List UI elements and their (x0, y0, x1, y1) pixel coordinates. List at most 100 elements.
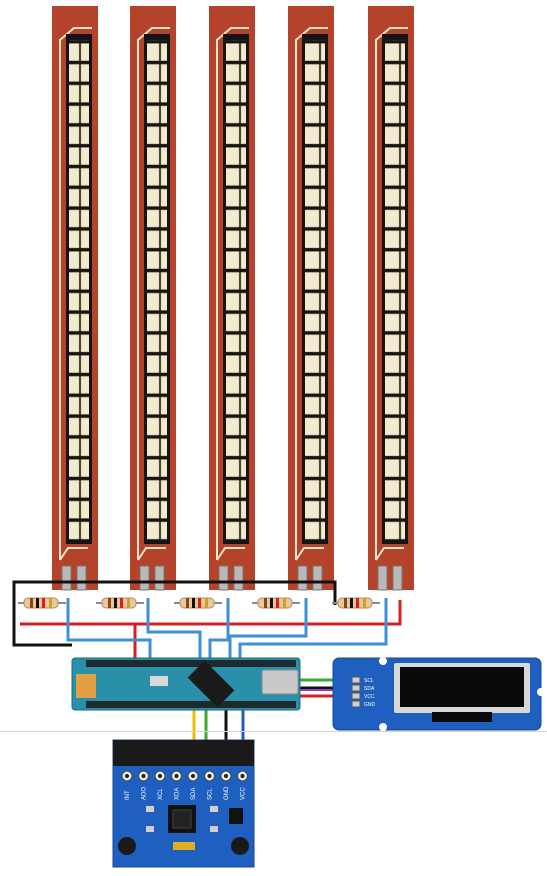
flex-sensor-trace (216, 547, 245, 561)
nano-crystal (150, 676, 168, 686)
nano-chip (187, 660, 235, 708)
flex-sensor-5 (368, 6, 414, 591)
flex-sensor-cells (147, 40, 167, 540)
resistor-band (198, 598, 201, 608)
flex-sensor-trace (137, 547, 166, 561)
resistor-band (108, 598, 111, 608)
flex-sensor-pin (312, 565, 323, 591)
resistor (174, 597, 222, 609)
resistor-band (356, 598, 359, 608)
resistors (18, 597, 380, 609)
section-divider (0, 731, 547, 732)
resistor-band (270, 598, 273, 608)
mpu-mount-hole (231, 837, 249, 855)
resistor-band (49, 598, 52, 608)
mpu-pin-hole (125, 774, 129, 778)
oled-pin (351, 676, 361, 684)
resistor (332, 597, 380, 609)
mpu-pin-label: SDA (191, 788, 197, 800)
mpu-pin-hole (207, 774, 212, 778)
resistor (18, 597, 66, 609)
resistor-body (101, 597, 137, 609)
mpu-mount-hole (118, 837, 136, 855)
flex-sensor-cells (305, 40, 325, 540)
mpu-smd-part (210, 806, 218, 812)
mpu-pin-hole (191, 774, 195, 778)
mpu-pin-hole (174, 774, 179, 778)
resistor-body (257, 597, 293, 609)
resistor-band (127, 598, 130, 608)
nano-icsp (76, 674, 96, 698)
mpu-pin-hole (240, 774, 245, 778)
flex-sensor-trace (375, 547, 404, 561)
flex-sensor-pin (392, 565, 403, 591)
flex-sensor-pin (377, 565, 388, 591)
mpu-pin-label: INT (125, 790, 131, 800)
wire-black-loop (12, 580, 72, 647)
nano-board (71, 657, 301, 711)
resistor-band (205, 598, 208, 608)
mpu-gold-pad (173, 842, 195, 850)
flex-sensor-cells (385, 40, 405, 540)
resistor-band (192, 598, 195, 608)
wire-blue-3 (208, 598, 230, 660)
resistor-band (42, 598, 45, 608)
mpu-chip-inner (172, 809, 192, 829)
wire-blue-5 (238, 598, 388, 660)
arduino-nano (71, 657, 301, 711)
wire-black-top (14, 580, 337, 605)
resistor (252, 597, 300, 609)
flex-sensor-pin (297, 565, 308, 591)
oled-mount-hole (379, 657, 387, 665)
resistor-body (179, 597, 215, 609)
mpu-pin-label: ADO (142, 787, 148, 800)
resistor-band (283, 598, 286, 608)
flex-sensor-cells (69, 40, 89, 540)
flex-sensor-2 (130, 6, 176, 591)
resistor-band (114, 598, 117, 608)
mpu-pin-hole (224, 774, 228, 778)
flex-sensor-trace (59, 547, 88, 561)
oled-mount-hole (379, 723, 387, 731)
flex-sensor-1 (52, 6, 98, 591)
flex-sensor-pin (218, 565, 229, 591)
mpu-pin-hole (141, 774, 146, 778)
flex-sensor-pin (139, 565, 150, 591)
nano-usb (261, 669, 299, 695)
oled-pin-label: GND (364, 702, 376, 708)
flex-sensors (52, 6, 414, 591)
wire-blue-2 (146, 598, 202, 660)
resistor-band (276, 598, 279, 608)
flex-sensor-pin (154, 565, 165, 591)
resistor-body (23, 597, 59, 609)
oled-pin-label: VCC (364, 694, 375, 700)
wire-blue-1 (66, 598, 152, 660)
mpu-smd-part (146, 806, 154, 812)
resistor-body (337, 597, 373, 609)
flex-sensor-4 (288, 6, 334, 591)
oled-screen (400, 667, 524, 707)
mpu-smd-part (146, 826, 154, 832)
mpu-pin-label: VCC (241, 787, 247, 800)
resistor-band (350, 598, 353, 608)
mpu-pin-label: XCL (158, 788, 164, 800)
oled-mount-hole (537, 688, 545, 696)
flex-sensor-cells (226, 40, 246, 540)
mpu-smd-part (210, 826, 218, 832)
flex-sensor-3 (209, 6, 255, 591)
mpu-pin-label: XDA (175, 788, 181, 800)
nano-header-top (86, 660, 296, 667)
mpu-pin-label: SCL (208, 788, 214, 800)
mpu-shadow-top (113, 740, 254, 766)
resistor-band (363, 598, 366, 608)
mpu-regulator (229, 808, 243, 824)
oled-pin-label: SDA (364, 686, 375, 692)
oled-ribbon (432, 712, 492, 722)
resistor-band (186, 598, 189, 608)
